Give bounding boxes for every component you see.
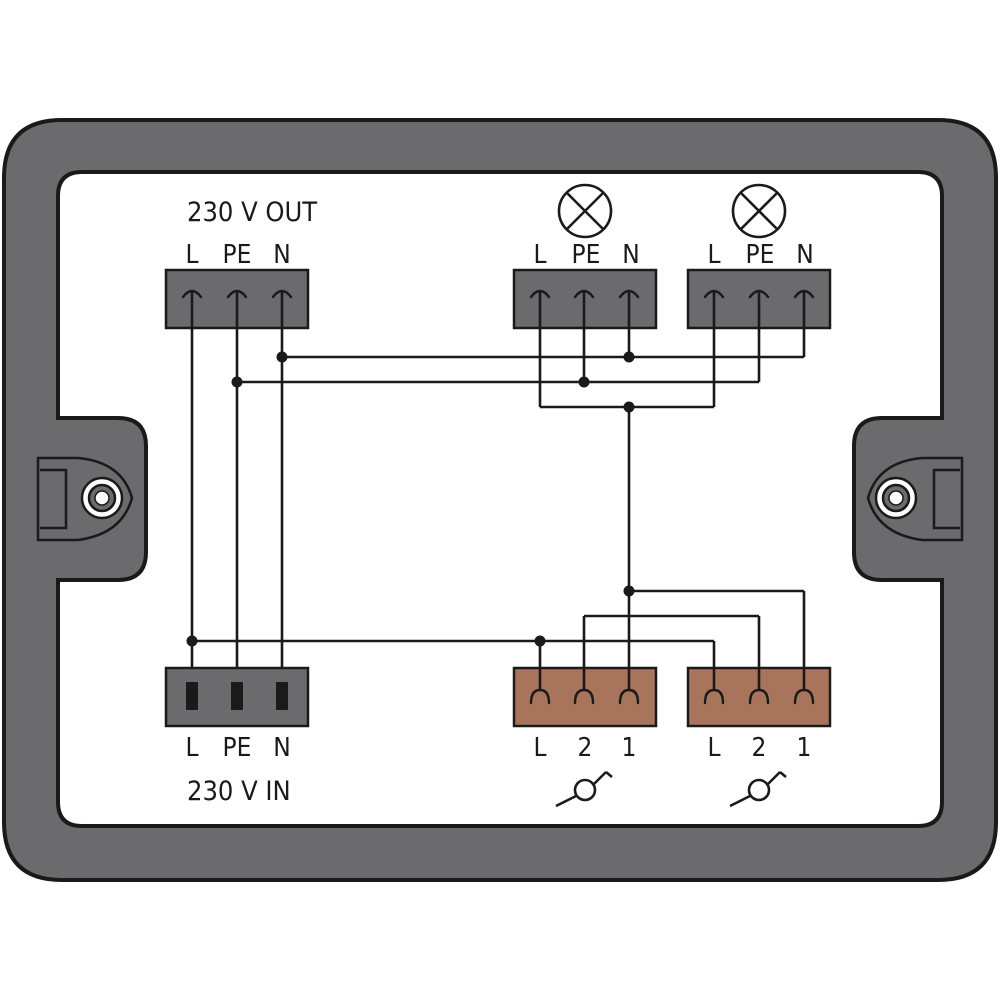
lamp2-pin-label-l: L xyxy=(707,240,720,270)
out-pin-label-n: N xyxy=(273,240,291,270)
housing-frame xyxy=(2,118,998,882)
connector-switch-1 xyxy=(512,666,658,728)
junction-dots xyxy=(186,351,635,647)
in-pin-label-l: L xyxy=(185,733,198,763)
switch2-pin-label-l: L xyxy=(707,733,720,763)
lamp1-pin-label-l: L xyxy=(533,240,546,270)
lamp1-pin-label-pe: PE xyxy=(572,240,601,270)
switch1-pin-label-1: 1 xyxy=(622,733,637,763)
lamp-symbol-icon xyxy=(731,183,787,239)
lamp1-pin-label-n: N xyxy=(622,240,640,270)
out-pin-label-l: L xyxy=(185,240,198,270)
lamp2-pin-label-pe: PE xyxy=(746,240,775,270)
connector-230v-out xyxy=(164,268,310,330)
title-230v-in: 230 V IN xyxy=(187,776,291,807)
connector-switch-2 xyxy=(686,666,832,728)
lamp-symbol-icon xyxy=(557,183,613,239)
in-pin-label-n: N xyxy=(273,733,291,763)
connector-lamp-1 xyxy=(512,268,658,330)
switch1-pin-label-l: L xyxy=(533,733,546,763)
connector-230v-in xyxy=(164,666,310,728)
switch-symbol-icon xyxy=(555,771,613,808)
out-pin-label-pe: PE xyxy=(223,240,252,270)
housing xyxy=(2,118,998,882)
title-230v-out: 230 V OUT xyxy=(187,197,317,228)
switch2-pin-label-2: 2 xyxy=(752,733,767,763)
switch2-pin-label-1: 1 xyxy=(797,733,812,763)
in-pin-label-pe: PE xyxy=(223,733,252,763)
lamp2-pin-label-n: N xyxy=(796,240,814,270)
switch-symbol-icon xyxy=(729,771,787,808)
left-mounting-ear xyxy=(36,456,134,542)
right-mounting-ear xyxy=(866,456,964,542)
wires xyxy=(190,306,806,682)
switch1-pin-label-2: 2 xyxy=(578,733,593,763)
connector-lamp-2 xyxy=(686,268,832,330)
